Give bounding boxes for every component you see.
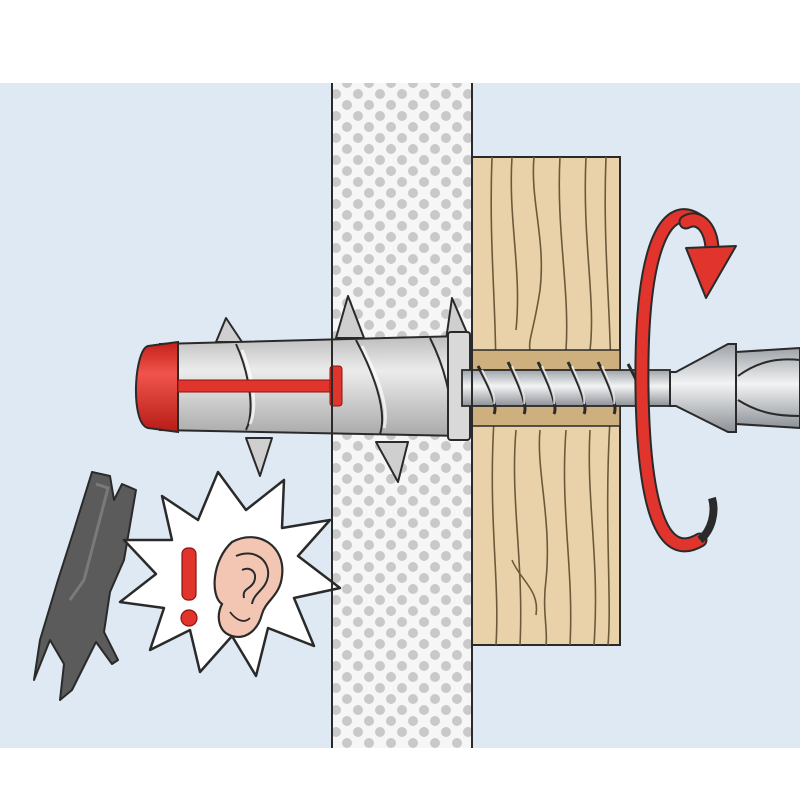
bottom-border [0,748,800,800]
rotation-arrow-icon [634,208,737,553]
screwdriver-icon [735,346,800,430]
ear-icon [213,536,284,638]
top-border [0,0,800,83]
plastic-anchor [134,295,471,483]
exclamation-icon [180,547,198,627]
noise-starburst: ! [118,470,342,678]
broken-anchor-icon [33,471,137,701]
